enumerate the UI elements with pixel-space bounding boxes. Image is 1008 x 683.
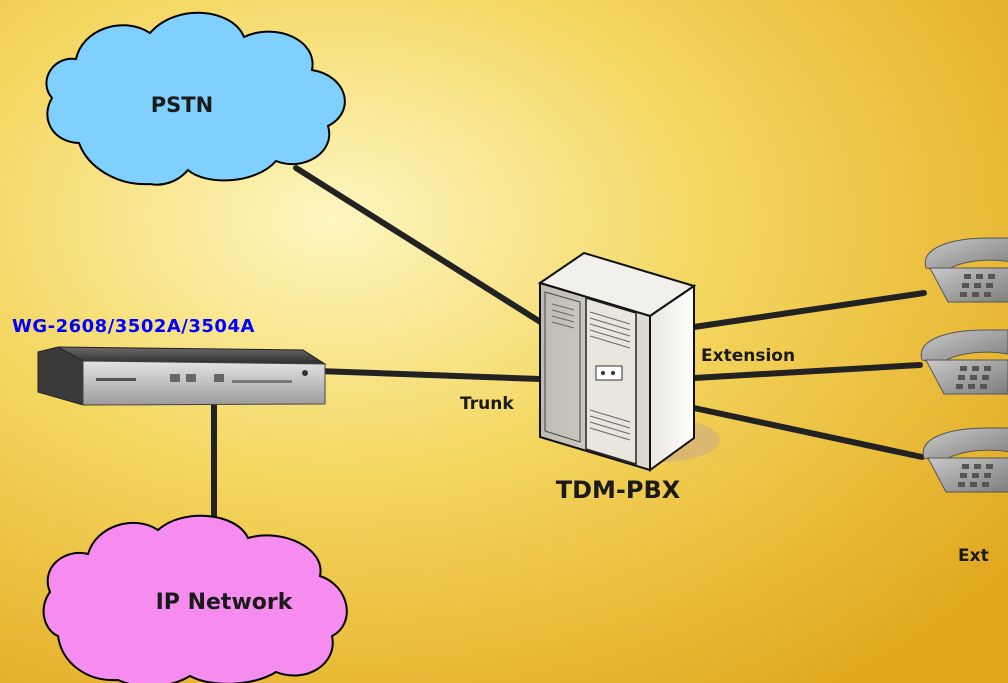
cloud-icon [42, 514, 348, 683]
pbx-label: TDM-PBX [556, 476, 681, 504]
extension-label: Extension [701, 346, 795, 366]
telephone-icon [922, 427, 1008, 493]
gateway-to-pbx-trunk-line [315, 368, 543, 382]
telephone-icon [924, 237, 1008, 303]
pbx-server: TDM-PBX [537, 251, 720, 504]
gateway-device: WG-2608/3502A/3504A [12, 316, 327, 406]
cloud-icon [45, 11, 346, 186]
server-tower-icon [537, 251, 720, 472]
pstn-label: PSTN [151, 93, 213, 117]
pstn-to-pbx-line [293, 165, 545, 326]
telephone-icon [920, 329, 1008, 395]
phone-2 [920, 329, 1008, 395]
pbx-to-phone-1-line [691, 290, 927, 330]
gateway-model-label: WG-2608/3502A/3504A [12, 316, 255, 337]
gateway-device-icon [37, 346, 327, 406]
pbx-to-phone-2-line [691, 362, 923, 381]
connection-lines [211, 165, 927, 533]
phone-1 [924, 237, 1008, 303]
pstn-cloud: PSTN [45, 11, 346, 186]
ip-network-label: IP Network [156, 590, 294, 615]
trunk-label: Trunk [460, 394, 514, 414]
ip-network-cloud: IP Network [42, 514, 348, 683]
pbx-to-phone-3-line [691, 405, 925, 460]
phone-3 [922, 427, 1008, 493]
ext-label: Ext [958, 546, 989, 566]
